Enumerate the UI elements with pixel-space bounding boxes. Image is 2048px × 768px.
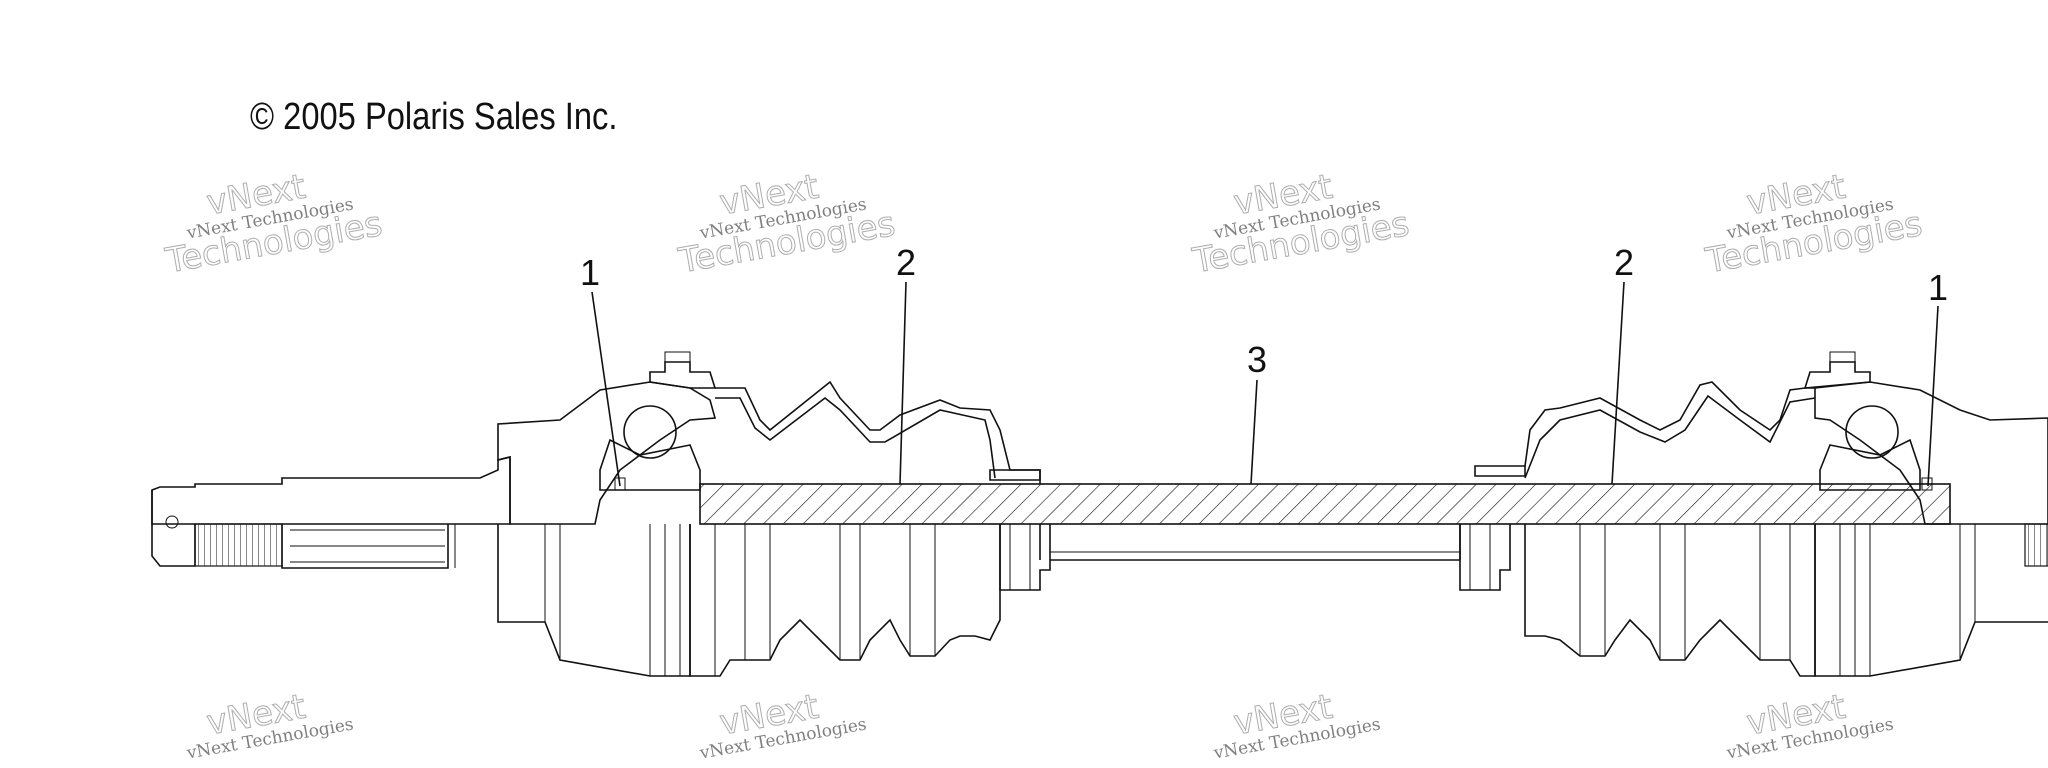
watermark: vNext vNext Technologies Technologies (162, 166, 386, 282)
callout-2-left: 2 (896, 242, 916, 485)
copyright-text: © 2005 Polaris Sales Inc. (250, 96, 618, 138)
watermark: vNext vNext Technologies (1211, 686, 1382, 763)
callout-label: 2 (1614, 242, 1634, 283)
right-cv-ball (1845, 405, 1899, 459)
watermark-group: vNext vNext Technologies Technologies vN… (162, 166, 1926, 763)
watermark: vNext vNext Technologies Technologies (675, 166, 899, 282)
callout-label: 3 (1247, 339, 1267, 380)
callout-label: 1 (580, 252, 600, 293)
callout-label: 2 (896, 242, 916, 283)
watermark: vNext vNext Technologies (697, 686, 868, 763)
callout-label: 1 (1928, 267, 1948, 308)
left-stub-shaft (151, 455, 511, 569)
watermark: vNext vNext Technologies Technologies (1702, 166, 1926, 282)
callout-2-right: 2 (1611, 242, 1634, 485)
watermark: vNext vNext Technologies (184, 686, 355, 763)
left-cv-ball (623, 405, 677, 459)
callout-1-right: 1 (1927, 267, 1948, 487)
left-boot (689, 380, 1051, 677)
callout-1-left: 1 (580, 252, 621, 487)
left-cv-housing (497, 351, 717, 677)
watermark: vNext vNext Technologies (1724, 686, 1895, 763)
right-boot (1459, 381, 1816, 677)
callout-3: 3 (1247, 339, 1267, 485)
watermark: vNext vNext Technologies Technologies (1189, 166, 1413, 282)
right-cv-housing (1803, 351, 2048, 677)
main-shaft (699, 483, 1951, 561)
